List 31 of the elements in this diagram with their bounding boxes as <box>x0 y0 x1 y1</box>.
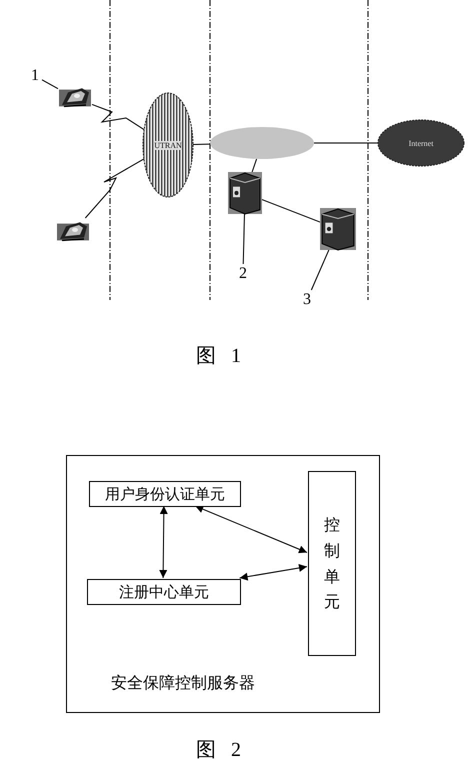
connector <box>314 142 378 144</box>
unit-box <box>89 481 241 507</box>
network-cloud <box>378 120 464 166</box>
leader-line <box>310 250 330 290</box>
wireless-link <box>92 104 145 130</box>
server-drawing <box>228 172 262 214</box>
callout-number: 3 <box>303 291 311 309</box>
network-label: Internet <box>408 138 434 148</box>
figure-label: 图 1 <box>196 344 241 369</box>
double-arrow <box>194 505 308 554</box>
server-title: 安全保障控制服务器 <box>111 673 255 694</box>
unit-box <box>87 579 241 605</box>
callout-number: 1 <box>31 67 39 85</box>
leader-line <box>42 79 58 90</box>
unit-label: 注册中心单元 <box>119 582 209 602</box>
connector <box>262 199 320 223</box>
network-ellipse <box>143 93 193 197</box>
double-arrow <box>159 506 168 578</box>
connector <box>252 158 258 172</box>
double-arrow <box>239 564 308 581</box>
figure-label: 图 2 <box>196 738 241 763</box>
unit-box <box>308 471 356 656</box>
callout-number: 2 <box>239 265 247 283</box>
server-box <box>66 455 380 713</box>
unit-label: 用户身份认证单元 <box>105 484 225 504</box>
wireless-link <box>84 158 144 218</box>
server-drawing <box>320 208 356 250</box>
unit-label: 控制单元 <box>324 514 340 614</box>
leader-line <box>242 214 245 264</box>
connector <box>192 144 211 145</box>
network-ellipse <box>210 127 314 159</box>
